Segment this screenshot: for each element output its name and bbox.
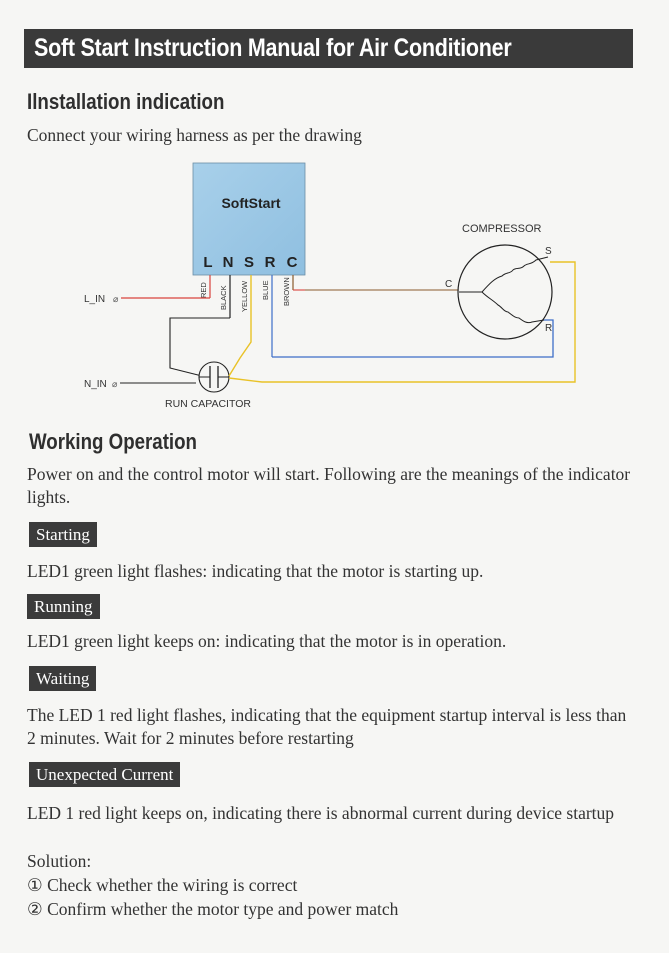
- wire-yellow-s-capacitor: [228, 320, 252, 377]
- working-heading: Working Operation: [29, 429, 227, 455]
- softstart-label: SoftStart: [221, 195, 280, 211]
- terminal-s: S: [244, 254, 254, 271]
- run-capacitor-icon: [198, 361, 230, 393]
- page-banner: Soft Start Instruction Manual for Air Co…: [24, 29, 633, 68]
- working-heading-text: Working Operation: [29, 429, 197, 454]
- tag-starting: Starting: [29, 522, 97, 547]
- wire-label-black: BLACK: [219, 285, 228, 310]
- solution-item-2: ② Confirm whether the motor type and pow…: [27, 899, 399, 919]
- solution-label: Solution:: [27, 851, 92, 871]
- terminal-c: C: [287, 254, 298, 271]
- starting-text: LED1 green light flashes: indicating tha…: [27, 561, 484, 581]
- terminal-n: N: [223, 254, 234, 271]
- l-in-terminal-icon: ⌀: [113, 294, 119, 304]
- wire-yellow-compressor-s: [228, 261, 576, 383]
- running-text: LED1 green light keeps on: indicating th…: [27, 631, 507, 651]
- working-intro: Power on and the control motor will star…: [27, 464, 631, 507]
- terminal-l: L: [203, 254, 212, 271]
- compressor-pin-s: S: [545, 246, 552, 257]
- wire-blue-compressor-r: [272, 319, 554, 358]
- compressor-icon: [457, 244, 553, 340]
- wire-label-blue: BLUE: [261, 280, 270, 300]
- installation-heading-text: Ilnstallation indication: [27, 89, 225, 114]
- compressor-pin-r: R: [545, 323, 552, 334]
- wire-label-red: RED: [199, 282, 208, 298]
- n-in-label: N_IN: [84, 379, 107, 390]
- installation-heading: Ilnstallation indication: [27, 89, 259, 115]
- wire-label-brown: BROWN: [282, 277, 291, 306]
- tag-running: Running: [27, 594, 100, 619]
- wiring-diagram: SoftStart L N S R C RED BLACK YELLOW BLU…: [84, 162, 576, 410]
- terminal-labels: L N S R C: [203, 254, 297, 271]
- compressor-pin-c: C: [445, 279, 452, 290]
- unexpected-current-text: LED 1 red light keeps on, indicating the…: [27, 803, 615, 823]
- wire-label-yellow: YELLOW: [240, 280, 249, 312]
- wire-labels: RED BLACK YELLOW BLUE BROWN: [199, 277, 291, 312]
- softstart-box: [192, 162, 306, 276]
- terminal-r: R: [265, 254, 276, 271]
- wire-black-capacitor: [169, 317, 230, 377]
- waiting-text: The LED 1 red light flashes, indicating …: [27, 705, 627, 748]
- compressor-label: COMPRESSOR: [462, 223, 542, 235]
- tag-waiting: Waiting: [29, 666, 97, 691]
- l-in-label: L_IN: [84, 294, 105, 305]
- solution-item-1: ① Check whether the wiring is correct: [27, 875, 298, 895]
- run-capacitor-label: RUN CAPACITOR: [165, 398, 251, 410]
- n-in-terminal-icon: ⌀: [112, 379, 118, 389]
- installation-intro: Connect your wiring harness as per the d…: [27, 125, 362, 145]
- page-title: Soft Start Instruction Manual for Air Co…: [34, 34, 512, 62]
- tag-unexpected-current: Unexpected Current: [29, 762, 181, 787]
